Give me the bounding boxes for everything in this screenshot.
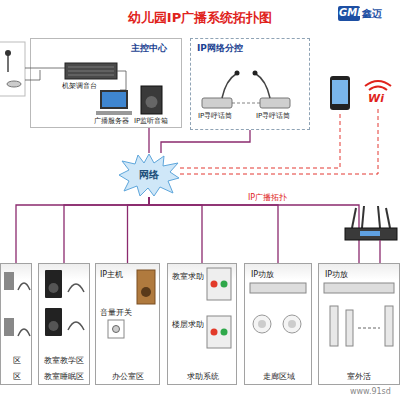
wifi-arc xyxy=(365,81,391,86)
node-text: 主控中心 xyxy=(131,43,167,53)
annotation-label: IP寻呼话筒 xyxy=(198,112,232,121)
annotation-label: IP寻呼话筒 xyxy=(256,112,290,121)
node-text: IP功放 xyxy=(325,270,348,280)
network-link xyxy=(149,197,202,263)
annotation-label: GMB xyxy=(339,6,365,20)
node-text: IP网络分控 xyxy=(197,43,243,53)
node-text: IP功放 xyxy=(251,270,274,280)
node-text: 办公室区 xyxy=(112,372,144,382)
wireless-link xyxy=(180,108,378,174)
phone xyxy=(330,76,350,110)
node-text: 教室教学区 xyxy=(44,356,84,366)
annotation-label: 机架调音台 xyxy=(62,82,97,91)
cloud-shape xyxy=(119,154,179,196)
link-line xyxy=(16,197,149,263)
link-line xyxy=(149,197,278,263)
mic-head xyxy=(5,50,11,56)
annotation-label: 广播服务器 xyxy=(94,117,129,126)
network-link xyxy=(16,197,149,263)
network-link xyxy=(128,197,150,263)
node-text: 楼层求助 xyxy=(172,320,204,330)
wireless-mic xyxy=(352,208,356,228)
node-text: 音量开关 xyxy=(100,308,132,318)
link-line xyxy=(149,197,202,263)
mic-stand xyxy=(7,55,9,72)
annotation-label: Wi xyxy=(368,92,384,105)
node-text: 求助系统 xyxy=(187,372,219,382)
node-text: 室外活 xyxy=(347,372,371,382)
wireless-receiver xyxy=(345,228,397,240)
network-link xyxy=(149,197,359,263)
network-link xyxy=(161,130,250,153)
annotation-label: IP监听音箱 xyxy=(134,117,168,126)
zone-box: 教室教学区教室睡眠区 xyxy=(38,263,90,385)
receiver-display xyxy=(360,231,380,236)
wire xyxy=(379,240,380,263)
node-text: 区 xyxy=(13,356,21,366)
zone-box: IP主机音量开关办公室区 xyxy=(95,263,160,385)
wireless-mic xyxy=(386,208,390,228)
network-link xyxy=(149,128,150,153)
link-line xyxy=(161,130,250,153)
annotation-label: www.91sd xyxy=(350,387,391,396)
control-center-box: 主控中心 xyxy=(30,38,182,128)
network-link xyxy=(149,197,278,263)
link-line xyxy=(128,197,150,263)
link-line xyxy=(148,128,149,153)
annotation-label: IP广播拓扑 xyxy=(248,193,287,202)
link-line xyxy=(149,197,359,263)
wifi-arc xyxy=(369,87,387,91)
wireless-mic xyxy=(362,206,364,228)
link-line xyxy=(64,197,149,263)
zone-box: 教室求助楼层求助求助系统 xyxy=(167,263,237,385)
node-text: IP主机 xyxy=(100,270,123,280)
node-text: 教室求助 xyxy=(172,272,204,282)
network-cloud: 网络 xyxy=(118,153,180,197)
zone-box: IP功放走廊区域 xyxy=(244,263,312,385)
node-text: 教室睡眠区 xyxy=(44,372,84,382)
cd-player xyxy=(7,81,21,87)
node-text: 网络 xyxy=(139,168,159,182)
node-text: 区 xyxy=(13,372,21,382)
phone-screen xyxy=(332,80,348,104)
annotation-label: 鑫迈 xyxy=(362,7,382,21)
zone-box: IP功放室外活 xyxy=(318,263,400,385)
network-link xyxy=(64,197,149,263)
node-text: 走廊区域 xyxy=(263,372,295,382)
zone-box: 区区 xyxy=(0,263,32,385)
partial-box xyxy=(0,42,25,96)
wireless-mic xyxy=(378,206,380,228)
